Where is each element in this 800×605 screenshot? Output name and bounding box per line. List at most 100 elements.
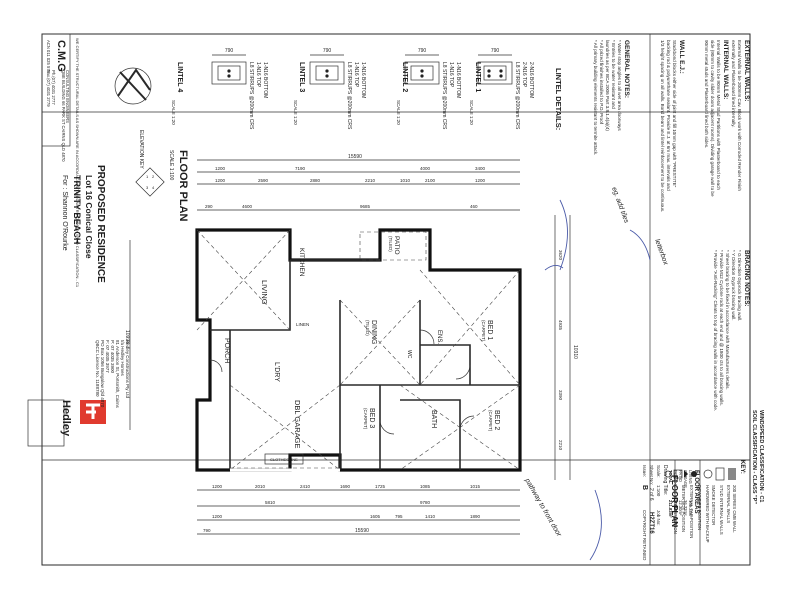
dim-bottom-third-1: 1200 — [212, 514, 223, 519]
builder-fax: F: 07 4035 3977 — [105, 340, 110, 373]
lintel-1-stirrups: L8 STIRRUPS @200mm CRS — [514, 62, 520, 130]
area-living-label: LIVING — [688, 470, 693, 484]
dim-right-3: 3390 — [558, 390, 563, 401]
issue-label: Issue: — [642, 465, 647, 477]
scale-value: 1:100 — [656, 485, 661, 497]
builder-line-1: Hedley Constructions Pty Ltd — [125, 340, 130, 399]
room-bed2-label: BED 2 — [493, 410, 500, 430]
area-total-value: 211.83m² — [668, 500, 673, 518]
lintel-4-scale: SCALE 1:20 — [171, 100, 176, 125]
dim-third-3: 9685 — [360, 204, 371, 209]
copyright-note: COPYRIGHT RETAINED — [642, 510, 647, 561]
clothesline-outline — [264, 453, 304, 465]
internal-walls-line-2: side (90mm to cavity slider doors adjace… — [710, 40, 715, 197]
engineer-certification: WE CERTIFY THE STRUCTURAL DETAILS AS SHO… — [75, 38, 80, 288]
handwritten-annotations: eg. add tiles letterbox pathway to front… — [523, 186, 669, 561]
room-bed3-finish: (CARPET) — [363, 408, 368, 430]
lintel-1-width: 790 — [491, 48, 500, 54]
dim-third-2: 4600 — [242, 204, 253, 209]
lintel-3-bottom-bar: 1-N16 BOTTOM — [360, 62, 366, 98]
bracing-line-2: * Y Direction Gyprock bracing wall. — [731, 250, 736, 321]
title-block: Drawing Title: FLOOR PLAN Scale: 1:100 S… — [641, 459, 751, 566]
lintel-3-scale: SCALE 1:20 — [293, 100, 298, 125]
key-item-4: SMOKE DETECTOR — [711, 485, 716, 525]
area-patio-value: 12.30m² — [678, 500, 683, 516]
dim-top-1: 1200 — [215, 166, 226, 171]
room-ensuite-label: ENS. — [436, 330, 442, 344]
internal-walls-line-3: 90mm metal studs and Plasterboard lined … — [704, 40, 709, 148]
job-label: Job No: — [656, 510, 661, 526]
wall-ej-title: WALL E.J.: — [678, 40, 685, 74]
dim-second-4: 2210 — [365, 178, 376, 183]
bracing-line-4: * Provide M12 Cyclone rods at each end a… — [719, 250, 724, 406]
lintel-2-width: 790 — [418, 48, 427, 54]
dim-top-2: 7190 — [295, 166, 306, 171]
north-arrow-icon — [114, 67, 152, 105]
project-block: PROPOSED RESIDENCE Lot 16 Conical Close … — [61, 165, 106, 283]
dim-bottom-5: 1725 — [375, 484, 386, 489]
dim-bottom-3: 2410 — [300, 484, 311, 489]
external-walls-line-2: externally and Plasterboard lined intern… — [731, 40, 736, 128]
wall-ej-line-2: backing rod & polyurethane sealant. Prov… — [666, 40, 671, 191]
room-patio-finish: (TILED) — [388, 236, 393, 252]
stud-wall-symbol — [715, 467, 725, 481]
company-line-2: QBE BUILDING 66 PARK ST CAIRNS QLD 4870 — [61, 70, 66, 162]
dim-right-4: 2210 — [558, 440, 563, 451]
dim-overall: 15590 — [348, 154, 362, 160]
general-note-2: * Entries to be water resistant and — [611, 40, 616, 109]
dim-third-1: 290 — [205, 204, 213, 209]
lintel-3-detail: 790 L8 STIRRUPS @200mm CRS 1-N16 TOP 1-N… — [293, 48, 366, 130]
project-lot: Lot 16 Conical Close — [84, 175, 94, 259]
lintel-1-detail: 790 L8 STIRRUPS @200mm CRS 2-N16 TOP 2-N… — [469, 48, 534, 130]
dim-bottom-4: 1690 — [340, 484, 351, 489]
dim-left-overall: 10998 — [124, 330, 130, 344]
key-item-6: DOWNPIPE POSITION — [697, 485, 702, 530]
door-swing — [419, 329, 435, 345]
key-item-1: 200 SERIES CMB WALL — [732, 485, 737, 533]
dim-right-2: 4935 — [558, 320, 563, 331]
lintel-2-scale: SCALE 1:20 — [396, 100, 401, 125]
job-number: H2ZT16 — [648, 512, 654, 534]
linen-label: LINEN — [296, 322, 309, 327]
dim-second-2: 2590 — [258, 178, 269, 183]
general-notes-title: GENERAL NOTES: — [623, 40, 630, 98]
internal-walls-line-1: Internal Walls to be 90mm Metal Stud Par… — [716, 40, 721, 190]
dim-bottom-overall-2: 15590 — [355, 528, 369, 534]
wall-ej-line-3: 1/3 height spacing on all walls. Bond be… — [660, 40, 665, 212]
sheet-label: Sheet No: — [649, 465, 654, 485]
area-porch-label: PORCH — [673, 470, 678, 485]
lintel-3-width: 790 — [323, 48, 332, 54]
room-living-label: LIVING — [260, 280, 269, 305]
key-item-5: HARDWIRED WITH BACKUP — [705, 485, 710, 543]
lintel-4-width: 790 — [225, 48, 234, 54]
patio-outline — [359, 231, 427, 261]
smoke-detector-icon — [703, 469, 713, 479]
lintel-2-top-bar: 1-N16 TOP — [448, 62, 454, 88]
scale-label: Scale: — [656, 465, 661, 478]
floor-plan: KITCHEN PATIO (TILED) LIVING DINING (TIL… — [195, 228, 522, 472]
dim-bottom-third-5: 1890 — [470, 514, 481, 519]
lintel-4-detail: 790 L8 STIRRUPS @200mm CRS 1-N16 TOP 1-N… — [171, 48, 268, 130]
bracing-line-1: * G Direction Gyprock bracing wall. — [737, 250, 742, 321]
bracing-line-3: * Sheet bracing to be fixed in accordanc… — [725, 250, 730, 390]
project-client: For : Shannon O'Rourke — [61, 175, 68, 251]
bracing-notes-panel: BRACING NOTES: * G Direction Gyprock bra… — [713, 250, 750, 411]
key-item-3: STUD INTERNAL WALLS — [719, 485, 724, 535]
internal-walls-title: INTERNAL WALLS: — [722, 40, 729, 99]
builder-line-2: t/a Hedley Homes — [120, 340, 125, 377]
lintel-3-stirrups: L8 STIRRUPS @200mm CRS — [346, 62, 352, 130]
room-bath-label: BATH — [430, 410, 437, 428]
general-notes-panel: EXTERNAL WALLS: External Walls to be 200… — [593, 40, 750, 212]
dim-bottom-second-1: 5810 — [265, 500, 276, 505]
room-wc-label: WC — [406, 350, 412, 359]
general-note-4: * All prized finishes installed to P.O. … — [599, 40, 604, 125]
handwritten-note-pathway: pathway to front door — [523, 477, 563, 539]
floor-plan-title: FLOOR PLAN — [177, 150, 189, 222]
handwritten-note-tiles: eg. add tiles — [610, 186, 630, 224]
soil-classification: SOIL CLASSIFICATION - CLASS "P" — [751, 410, 757, 504]
floor-areas-title: FLOOR AREAS — [693, 470, 699, 513]
dim-second-7: 1200 — [475, 178, 486, 183]
lintel-4-top-bar: 1-N16 TOP — [255, 62, 261, 88]
svg-text:4: 4 — [152, 185, 155, 190]
